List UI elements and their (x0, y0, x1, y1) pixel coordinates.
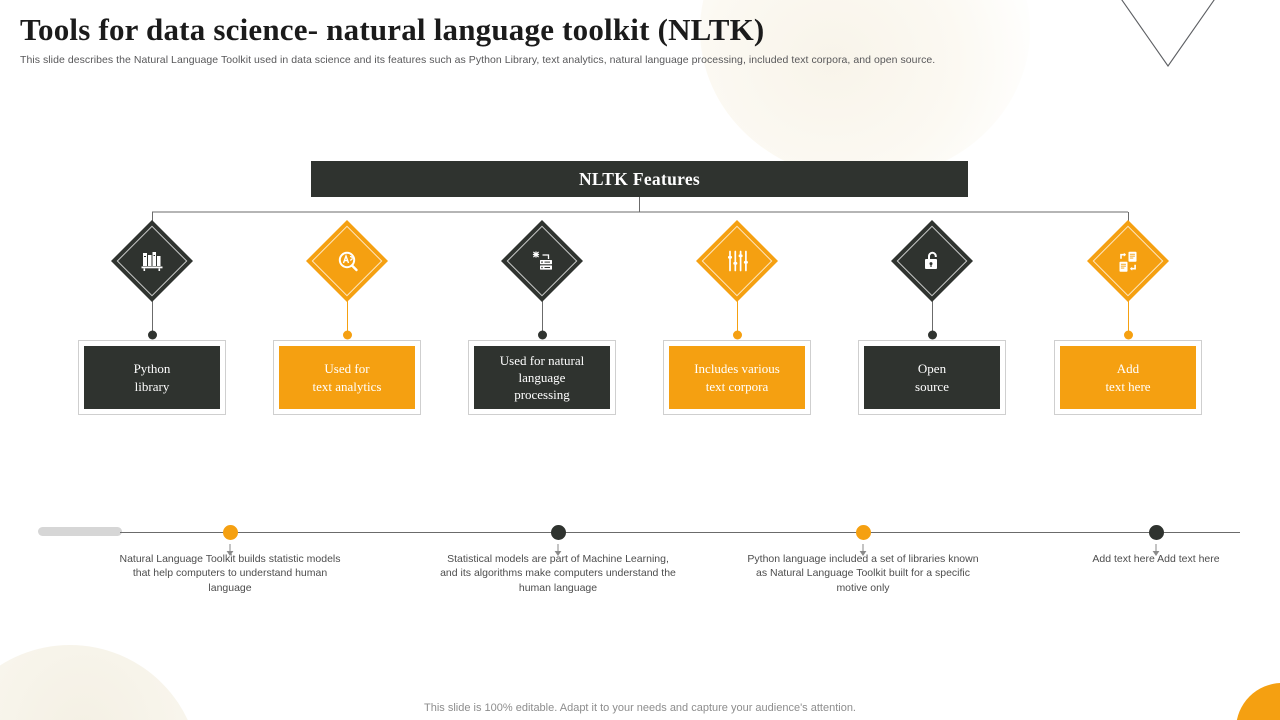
timeline-dot-2[interactable] (550, 525, 566, 540)
feature-box-1-label: Python library (133, 361, 171, 394)
feature-box-3-label: Used for natural language processing (499, 352, 585, 403)
open-lock-icon (920, 249, 944, 273)
timeline-text-4: Add text here Add text here (1092, 553, 1220, 565)
timeline-text-1: Natural Language Toolkit builds statisti… (119, 553, 341, 594)
feature-box-4[interactable]: Includes various text corpora (663, 340, 811, 415)
diagram-header-bar: NLTK Features (311, 161, 968, 197)
feature-box-6-fill: Add text here (1060, 346, 1196, 409)
feature-diamond-4[interactable] (695, 219, 779, 303)
feature-box-5-fill: Open source (864, 346, 1000, 409)
feature-box-2[interactable]: Used for text analytics (273, 340, 421, 415)
sliders-equalizer-icon (724, 248, 750, 274)
feature-box-2-fill: Used for text analytics (279, 346, 415, 409)
feature-diamond-5[interactable] (890, 219, 974, 303)
document-exchange-icon (1116, 249, 1141, 274)
timeline-dot-3[interactable] (855, 525, 871, 540)
feature-box-5-label: Open source (915, 361, 949, 394)
feature-box-1[interactable]: Python library (78, 340, 226, 415)
timeline-text-2: Statistical models are part of Machine L… (440, 553, 676, 594)
feature-box-1-fill: Python library (84, 346, 220, 409)
timeline-axis-line (120, 532, 1240, 533)
timeline-dot-1[interactable] (222, 525, 238, 540)
feature-box-3[interactable]: Used for natural language processing (468, 340, 616, 415)
feature-box-2-label: Used for text analytics (312, 361, 382, 394)
decorative-chevron-icon (1121, 0, 1215, 67)
feature-box-4-fill: Includes various text corpora (669, 346, 805, 409)
feature-box-3-fill: Used for natural language processing (474, 346, 610, 409)
feature-diamond-1[interactable] (110, 219, 194, 303)
timeline-section: Natural Language Toolkit builds statisti… (0, 498, 1280, 648)
nltk-features-diagram: NLTK Features (78, 161, 1202, 415)
slide-footer-note: This slide is 100% editable. Adapt it to… (424, 702, 856, 714)
diagram-header-label: NLTK Features (578, 168, 701, 189)
feature-box-4-label: Includes various text corpora (694, 361, 780, 394)
timeline-arrows (226, 544, 1160, 556)
feature-box-5[interactable]: Open source (858, 340, 1006, 415)
server-network-icon (529, 248, 555, 274)
timeline-dot-4[interactable] (1148, 525, 1164, 540)
text-search-icon (334, 248, 360, 274)
books-library-icon (139, 248, 165, 274)
feature-diamond-2[interactable] (305, 219, 389, 303)
page-title: Tools for data science- natural language… (20, 12, 765, 47)
feature-box-6[interactable]: Add text here (1054, 340, 1202, 415)
feature-box-6-label: Add text here (1105, 361, 1151, 394)
timeline-text-3: Python language included a set of librar… (747, 553, 979, 594)
feature-diamond-6[interactable] (1086, 219, 1170, 303)
page-subtitle: This slide describes the Natural Languag… (20, 54, 936, 66)
feature-diamond-3[interactable] (500, 219, 584, 303)
timeline-start-stub (38, 527, 122, 536)
